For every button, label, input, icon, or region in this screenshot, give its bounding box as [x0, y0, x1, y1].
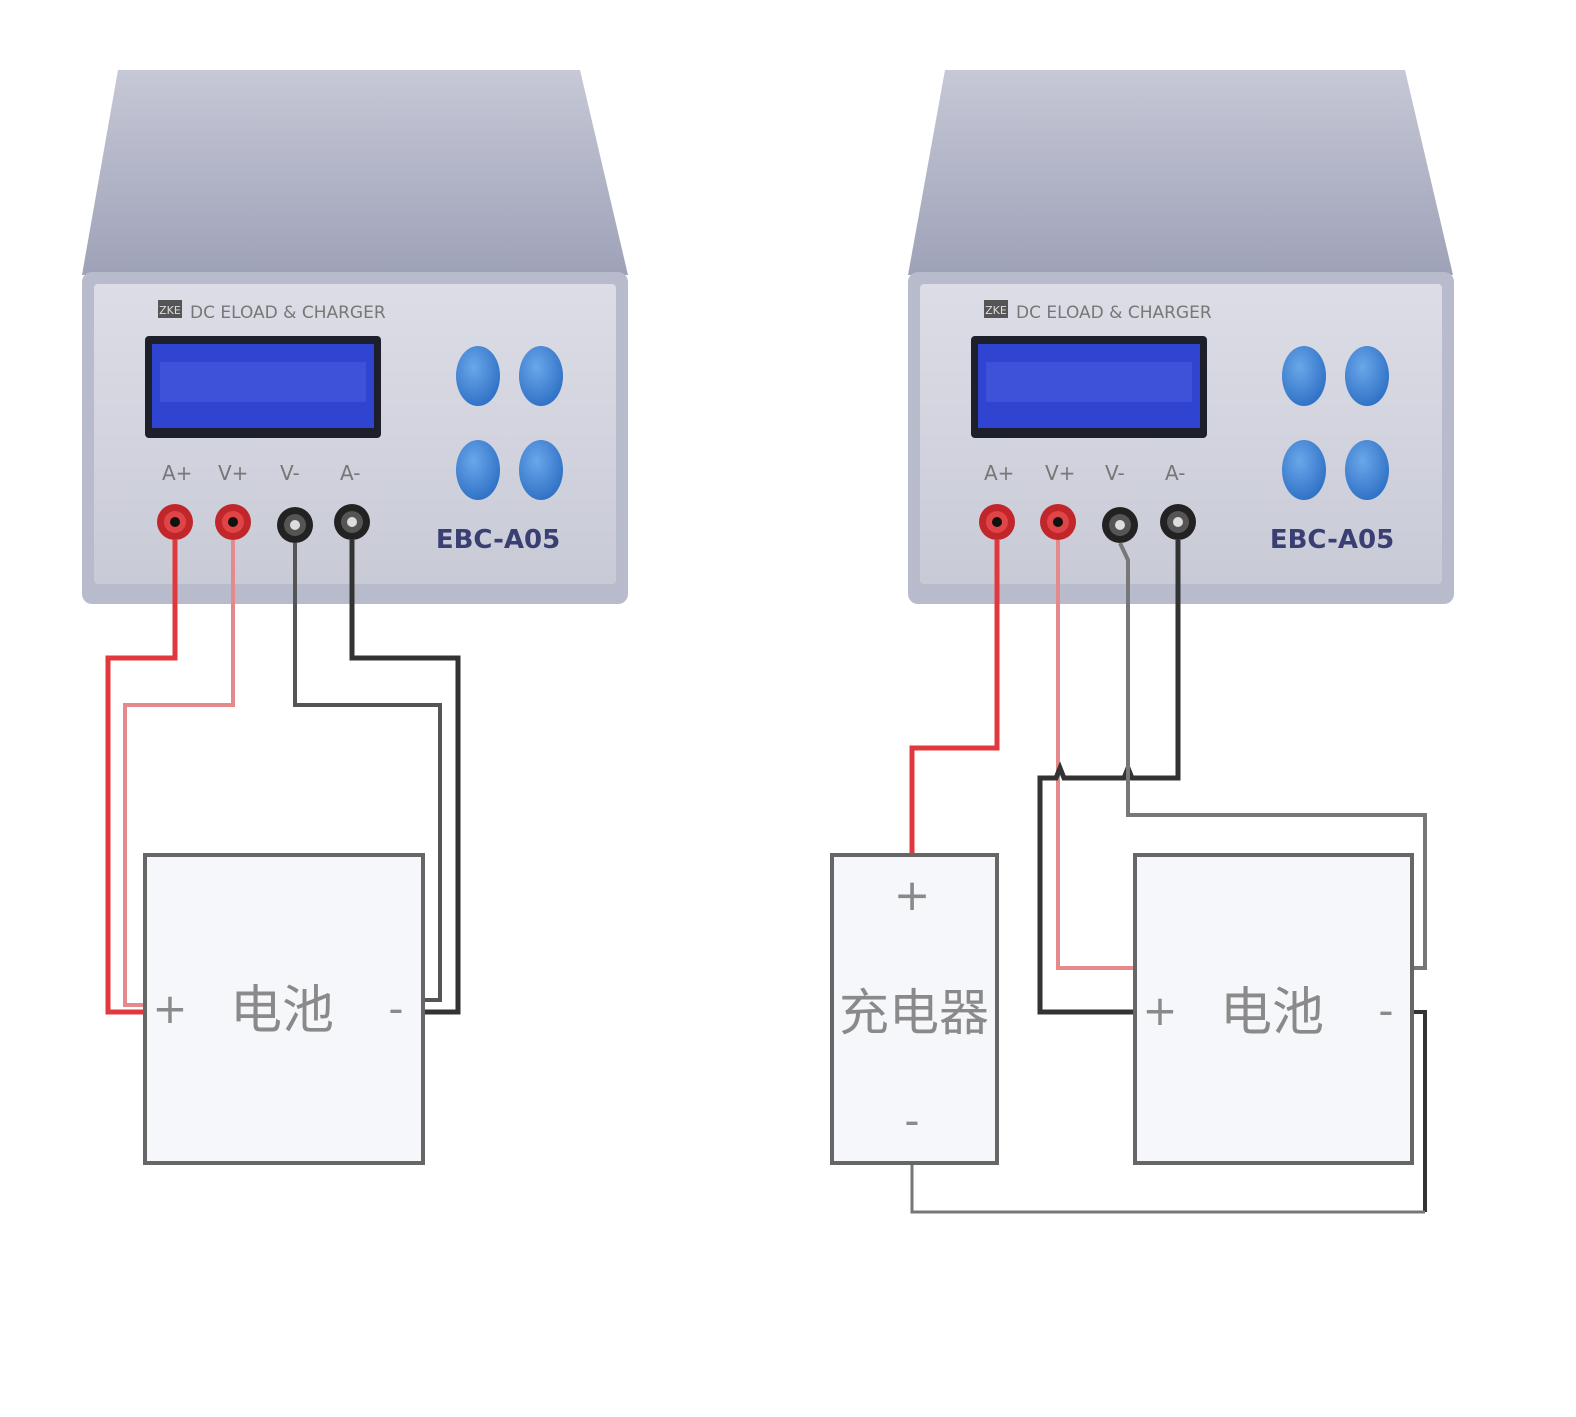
terminal-label-a-plus: A+: [162, 461, 192, 485]
eload-device-right: ZKE DC ELOAD & CHARGER A+ V+ V- A- EBC-A…: [908, 70, 1454, 604]
terminal-label-a-minus: A-: [340, 461, 360, 485]
charger-outline: [830, 853, 999, 1165]
charger-plus: +: [894, 870, 931, 921]
lcd-text-row: [986, 362, 1192, 402]
charger-box: + 充电器 -: [830, 853, 999, 1165]
terminal-a-plus[interactable]: [157, 504, 193, 540]
control-button-3[interactable]: [1282, 440, 1326, 500]
control-buttons: [456, 346, 563, 500]
control-button-4[interactable]: [519, 440, 563, 500]
terminal-label-a-plus: A+: [984, 461, 1014, 485]
brand-label: DC ELOAD & CHARGER: [190, 303, 386, 323]
wire-v-minus-to-battery-minus: [1118, 542, 1427, 970]
terminal-a-minus[interactable]: [334, 504, 370, 540]
terminal-label-a-minus: A-: [1165, 461, 1185, 485]
battery-box: [143, 853, 425, 1165]
control-button-2[interactable]: [1345, 346, 1389, 406]
battery-label: 电池: [230, 981, 334, 1041]
wire-a-plus: [105, 540, 178, 1015]
wiring-left: [105, 540, 461, 1015]
terminal-a-plus[interactable]: [979, 504, 1015, 540]
terminal-v-plus[interactable]: [215, 504, 251, 540]
wire-battery-minus-return: [1412, 1010, 1427, 1212]
terminal-v-plus[interactable]: [1040, 504, 1076, 540]
battery-plus: +: [1142, 986, 1177, 1035]
brand-logo-text: ZKE: [159, 304, 181, 317]
control-button-1[interactable]: [1282, 346, 1326, 406]
terminal-label-v-plus: V+: [1045, 461, 1075, 485]
control-button-1[interactable]: [456, 346, 500, 406]
battery-box: [1133, 853, 1414, 1165]
battery-plus: +: [152, 984, 187, 1033]
battery-label: 电池: [1220, 983, 1324, 1043]
terminal-label-v-minus: V-: [1105, 461, 1125, 485]
wire-a-plus-to-charger: [909, 540, 1000, 858]
battery-minus: -: [388, 984, 403, 1033]
device-top-panel: [908, 70, 1453, 275]
terminal-label-v-plus: V+: [218, 461, 248, 485]
battery-left: + 电池 -: [143, 853, 425, 1165]
eload-device-left: ZKE DC ELOAD & CHARGER A+ V+ V- A- EBC-A…: [82, 70, 628, 604]
wire-v-plus: [123, 540, 235, 1007]
brand-logo: [158, 300, 182, 318]
charger-label: 充电器: [839, 984, 989, 1042]
wire-a-minus-to-battery-plus: [1037, 540, 1181, 1015]
device-top-panel: [82, 70, 628, 275]
wire-v-plus-to-battery: [1056, 540, 1135, 970]
model-label: EBC-A05: [436, 525, 560, 555]
wiring-right: [909, 540, 1427, 1214]
battery-right: + 电池 -: [1133, 853, 1414, 1165]
wire-v-minus: [293, 543, 442, 1002]
control-button-4[interactable]: [1345, 440, 1389, 500]
brand-label: DC ELOAD & CHARGER: [1016, 303, 1212, 323]
terminal-a-minus[interactable]: [1160, 504, 1196, 540]
control-button-3[interactable]: [456, 440, 500, 500]
terminal-v-minus[interactable]: [1102, 507, 1138, 543]
wire-a-minus: [349, 540, 461, 1015]
model-label: EBC-A05: [1270, 525, 1394, 555]
battery-minus: -: [1378, 986, 1393, 1035]
brand-logo: [984, 300, 1008, 318]
lcd-text-row: [160, 362, 366, 402]
control-button-2[interactable]: [519, 346, 563, 406]
wire-charger-minus-return: [910, 1162, 1425, 1214]
charger-minus: -: [904, 1096, 919, 1145]
control-buttons: [1282, 346, 1389, 500]
terminal-label-v-minus: V-: [280, 461, 300, 485]
terminal-v-minus[interactable]: [277, 507, 313, 543]
brand-logo-text: ZKE: [985, 304, 1007, 317]
